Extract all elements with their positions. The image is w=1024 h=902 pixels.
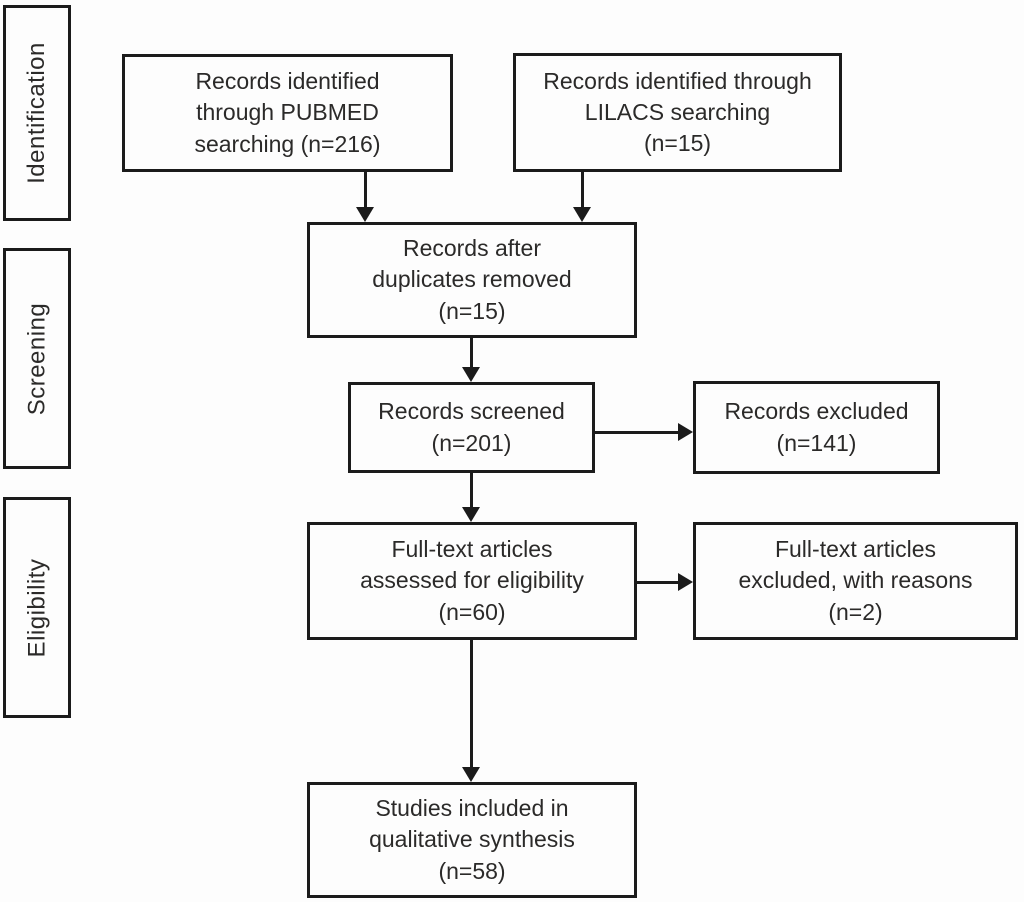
node-text-lilacs: Records identified through LILACS search… <box>543 67 812 157</box>
node-records-excluded: Records excluded (n=141) <box>693 381 940 474</box>
node-text-ft-excluded: Full-text articles excluded, with reason… <box>738 536 973 625</box>
stage-label-identification: Identification <box>23 42 51 184</box>
node-records-after-duplicates-removed: Records after duplicates removed (n=15) <box>307 222 637 338</box>
arrow-stem <box>469 640 473 767</box>
arrow-stem <box>469 338 473 367</box>
arrowhead-down-icon <box>356 207 374 222</box>
arrowhead-right-icon <box>678 423 693 441</box>
arrow-stem <box>595 430 678 434</box>
stage-label-screening: Screening <box>23 302 51 415</box>
node-text-fulltext: Full-text articles assessed for eligibil… <box>360 536 584 625</box>
arrow-right-icon <box>595 423 693 441</box>
arrow-stem <box>469 473 473 507</box>
arrowhead-down-icon <box>462 767 480 782</box>
stage-box-screening: Screening <box>3 248 71 469</box>
arrow-down-icon <box>462 473 480 522</box>
arrowhead-down-icon <box>462 367 480 382</box>
arrow-down-icon <box>573 172 591 222</box>
arrow-stem <box>363 172 367 207</box>
node-records-screened: Records screened (n=201) <box>348 382 595 473</box>
node-records-identified-pubmed: Records identified through PUBMED search… <box>122 54 453 172</box>
node-fulltext-assessed: Full-text articles assessed for eligibil… <box>307 522 637 640</box>
node-text-included: Studies included in qualitative synthesi… <box>369 795 575 884</box>
arrow-down-icon <box>462 640 480 782</box>
arrow-down-icon <box>356 172 374 222</box>
arrow-stem <box>580 172 584 207</box>
stage-box-identification: Identification <box>3 5 71 221</box>
arrowhead-down-icon <box>462 507 480 522</box>
arrow-right-icon <box>637 573 693 591</box>
node-text-screened: Records screened (n=201) <box>378 398 565 456</box>
arrow-stem <box>637 580 678 584</box>
arrow-down-icon <box>462 338 480 382</box>
node-fulltext-excluded: Full-text articles excluded, with reason… <box>693 522 1018 640</box>
arrowhead-down-icon <box>573 207 591 222</box>
node-text-excluded: Records excluded (n=141) <box>724 398 909 456</box>
node-text-duplicates: Records after duplicates removed (n=15) <box>372 235 572 324</box>
arrowhead-right-icon <box>678 573 693 591</box>
node-studies-included: Studies included in qualitative synthesi… <box>307 782 637 898</box>
stage-box-eligibility: Eligibility <box>3 497 71 718</box>
node-text-pubmed: Records identified through PUBMED search… <box>194 68 381 157</box>
node-records-identified-lilacs: Records identified through LILACS search… <box>513 53 842 172</box>
stage-label-eligibility: Eligibility <box>23 558 50 657</box>
